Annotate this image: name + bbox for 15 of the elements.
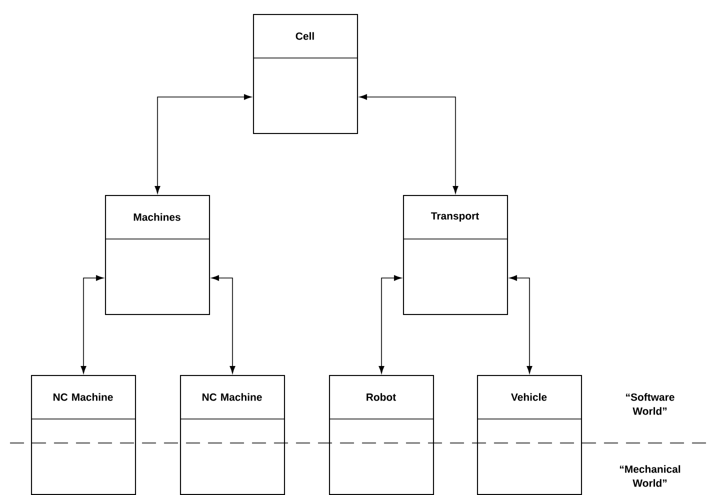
world-label: “Mechanical World” (620, 465, 680, 487)
arrow (359, 94, 458, 194)
class-box: Machines (104, 195, 210, 315)
class-box: Transport (402, 195, 508, 315)
arrow (378, 275, 402, 374)
arrow (211, 275, 236, 374)
arrow (509, 275, 532, 374)
class-box: NC Machine (180, 375, 285, 495)
world-label: “Software World” (626, 393, 674, 415)
class-box: Vehicle (476, 375, 582, 495)
arrow (80, 275, 104, 374)
class-box: NC Machine (30, 375, 136, 495)
arrow (154, 94, 252, 194)
class-box: Robot (328, 375, 434, 495)
class-box: Cell (252, 14, 358, 134)
